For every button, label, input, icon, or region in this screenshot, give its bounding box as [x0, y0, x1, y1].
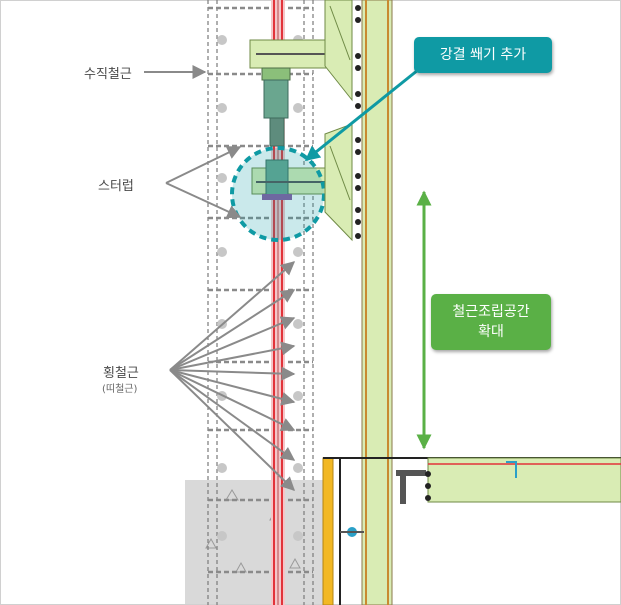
label-horizontal-rebar: 횡철근	[103, 366, 139, 381]
bolts	[355, 5, 361, 239]
pointer-arrows	[144, 65, 296, 491]
highlight-circle	[230, 146, 326, 242]
column-outline	[207, 0, 314, 605]
callout-assembly-space: 철근조립공간 확대	[431, 294, 551, 350]
rebar-sections	[217, 35, 303, 541]
label-vertical-rebar: 수직철근	[84, 67, 132, 82]
wall-panel	[361, 0, 393, 605]
form-brackets	[324, 0, 353, 242]
callout-wedge-text: 강결 쐐기 추가	[439, 47, 527, 63]
callout-wedge: 강결 쐐기 추가	[414, 37, 552, 73]
label-stirrup: 스터럽	[98, 179, 134, 194]
label-horizontal-rebar-sub: (띠철근)	[102, 384, 138, 395]
concrete-fill	[185, 480, 323, 604]
callout-space-line1: 철근조립공간	[452, 304, 530, 320]
callout-arrow-icon	[304, 68, 419, 162]
callout-space-line2: 확대	[478, 324, 504, 340]
slab-beam	[322, 457, 621, 605]
